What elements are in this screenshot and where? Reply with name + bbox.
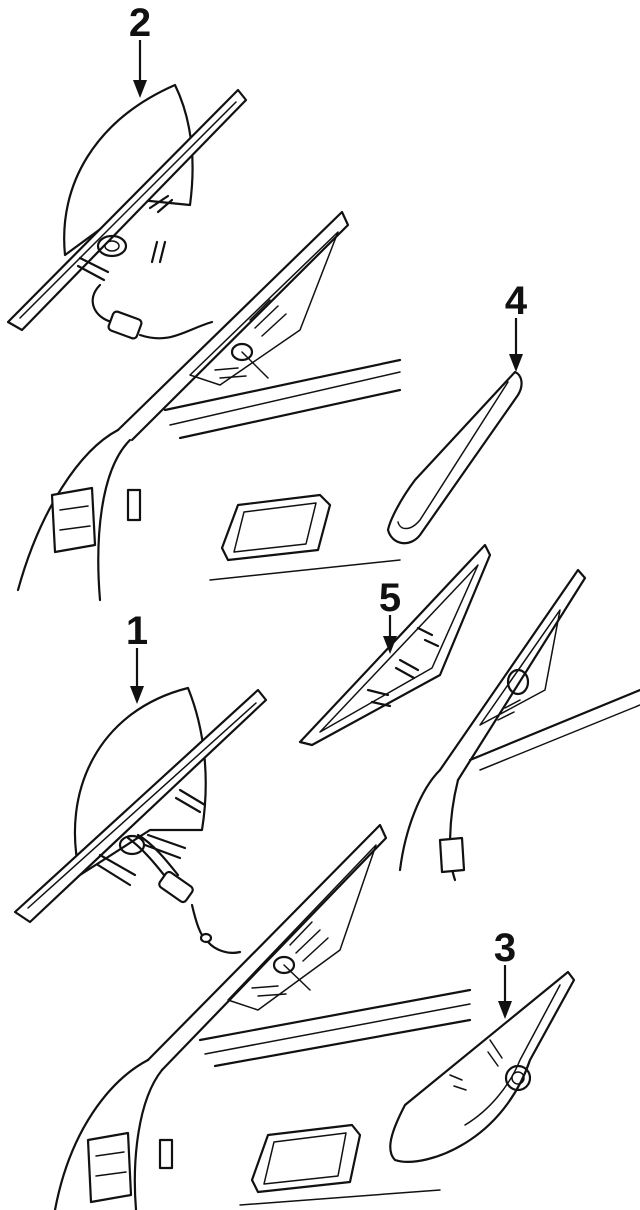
callout-5: 5	[379, 576, 401, 620]
lower-mirror-assembly	[13, 686, 472, 1210]
mirror-2-housing	[6, 83, 248, 340]
door-sail-upper	[116, 210, 350, 442]
door-body-upper	[16, 358, 402, 602]
callout-3: 3	[494, 926, 516, 970]
callout-4: 4	[505, 279, 528, 323]
door-body-lower	[53, 988, 472, 1210]
callout-labels: 2 1 4 5 3	[126, 1, 528, 970]
callout-arrows	[130, 40, 523, 1019]
upper-mirror-assembly	[6, 83, 402, 602]
door-sail-lower	[146, 823, 388, 1072]
mirror-1-housing	[13, 686, 268, 954]
cover-3	[389, 970, 576, 1163]
door-sail-right	[398, 568, 640, 882]
bracket-5	[298, 543, 492, 747]
callout-2: 2	[129, 1, 151, 45]
callout-1: 1	[126, 609, 148, 653]
glass-4	[386, 370, 523, 545]
